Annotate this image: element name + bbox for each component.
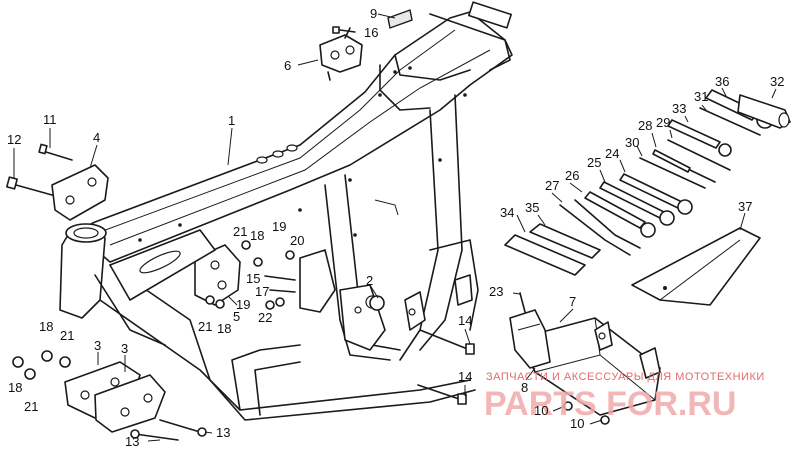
callout-3a: 3 [94, 338, 101, 353]
callout-25: 25 [587, 155, 601, 170]
watermark-logo: PARTS FOR.RU [484, 385, 736, 423]
callout-4: 4 [93, 130, 100, 145]
callout-26: 26 [565, 168, 579, 183]
part-4-plate [51, 164, 109, 221]
callout-9: 9 [370, 6, 377, 21]
callout-13b: 13 [216, 425, 230, 440]
part-23-band [519, 292, 526, 313]
callout-1: 1 [228, 113, 235, 128]
watermark: ЗАПЧАСТИ И АКСЕССУАРЫ ДЛЯ МОТОТЕХНИКИ PA… [484, 371, 765, 423]
callout-3b: 3 [121, 341, 128, 356]
callout-32: 32 [770, 74, 784, 89]
fastener-cluster [205, 240, 296, 310]
callout-6: 6 [284, 58, 291, 73]
callout-24: 24 [605, 146, 619, 161]
callout-12: 12 [7, 132, 21, 147]
part-7-box [519, 317, 661, 416]
part-13-bolts [130, 419, 207, 441]
callout-22: 22 [258, 310, 272, 325]
tool-kit [504, 89, 791, 306]
callout-5: 5 [233, 309, 240, 324]
callout-34: 34 [500, 205, 514, 220]
callout-37: 37 [738, 199, 752, 214]
callout-29: 29 [656, 115, 670, 130]
callout-19a: 19 [272, 219, 286, 234]
callout-14a: 14 [458, 313, 472, 328]
callout-13a: 13 [125, 434, 139, 449]
callout-21c: 21 [60, 328, 74, 343]
part-10-screws [563, 401, 610, 425]
callout-8: 8 [521, 380, 528, 395]
callout-18c: 18 [39, 319, 53, 334]
callout-15: 15 [246, 271, 260, 286]
leader-lines [13, 13, 777, 442]
callout-18b: 18 [217, 321, 231, 336]
callout-10a: 10 [534, 403, 548, 418]
watermark-tagline: ЗАПЧАСТИ И АКСЕССУАРЫ ДЛЯ МОТОТЕХНИКИ [486, 371, 765, 383]
callout-10b: 10 [570, 416, 584, 431]
part-14-bolts [417, 329, 475, 405]
callout-36: 36 [715, 74, 729, 89]
callout-18a: 18 [250, 228, 264, 243]
part-9-plate [387, 9, 413, 29]
callout-27: 27 [545, 178, 559, 193]
callout-18d: 18 [8, 380, 22, 395]
callout-30: 30 [625, 135, 639, 150]
callout-11: 11 [43, 112, 57, 127]
part-3-plates [64, 361, 166, 433]
part-11-bolt [38, 143, 73, 161]
callout-19b: 19 [236, 297, 250, 312]
callout-33: 33 [672, 101, 686, 116]
callout-21b: 21 [198, 319, 212, 334]
callout-31: 31 [694, 89, 708, 104]
callout-7: 7 [569, 294, 576, 309]
callout-23: 23 [489, 284, 503, 299]
part-8-strap [509, 309, 551, 369]
callout-16: 16 [364, 25, 378, 40]
part-6-bracket [319, 27, 363, 81]
callout-20: 20 [290, 233, 304, 248]
callout-17: 17 [255, 284, 269, 299]
callout-labels: 1 2 3 3 4 5 6 7 8 9 10 10 11 12 13 13 14… [7, 6, 784, 449]
callout-14b: 14 [458, 369, 472, 384]
frame-body [59, 1, 513, 421]
callout-2: 2 [366, 273, 373, 288]
callout-35: 35 [525, 200, 539, 215]
callout-21a: 21 [233, 224, 247, 239]
callout-28: 28 [638, 118, 652, 133]
part-16-screw [332, 26, 356, 34]
part-12-bolt [6, 176, 53, 196]
callout-21d: 21 [24, 399, 38, 414]
left-nuts [12, 350, 71, 380]
